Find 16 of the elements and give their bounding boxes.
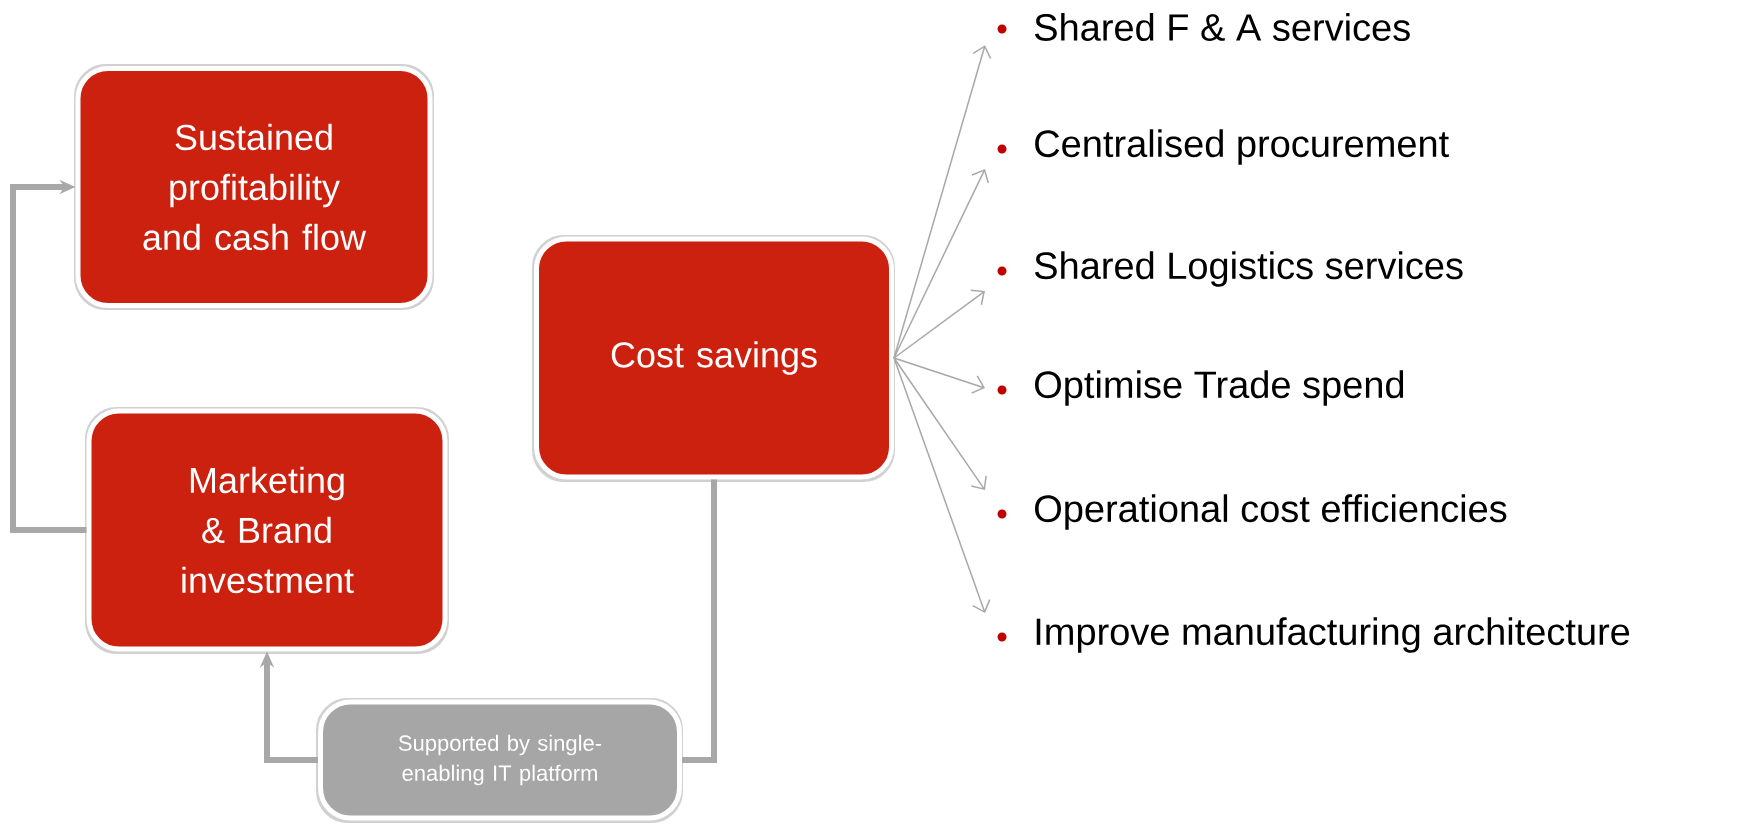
- list-item: Improve manufacturing architecture: [1036, 617, 1630, 653]
- arrow: [893, 357, 985, 394]
- process-box: Marketing & Brand investment: [85, 407, 449, 654]
- list-item: Centralised procurement: [1035, 129, 1449, 165]
- arrow: [10, 179, 87, 533]
- arrow: [893, 168, 990, 359]
- list-item: Optimise Trade spend: [1035, 370, 1404, 406]
- process-box: Sustained profitability and cash flow: [74, 64, 434, 310]
- list-item: Shared Logistics services: [1034, 251, 1463, 287]
- arrow: [893, 357, 987, 491]
- platform-box: Supported by single-enabling IT platform: [316, 698, 683, 823]
- arrow: [893, 357, 991, 614]
- list-item: Operational cost efficiencies: [1035, 494, 1507, 530]
- process-box: Cost savings: [532, 235, 895, 482]
- arrow: [893, 289, 985, 359]
- list-item: Shared F & A services: [1034, 13, 1410, 41]
